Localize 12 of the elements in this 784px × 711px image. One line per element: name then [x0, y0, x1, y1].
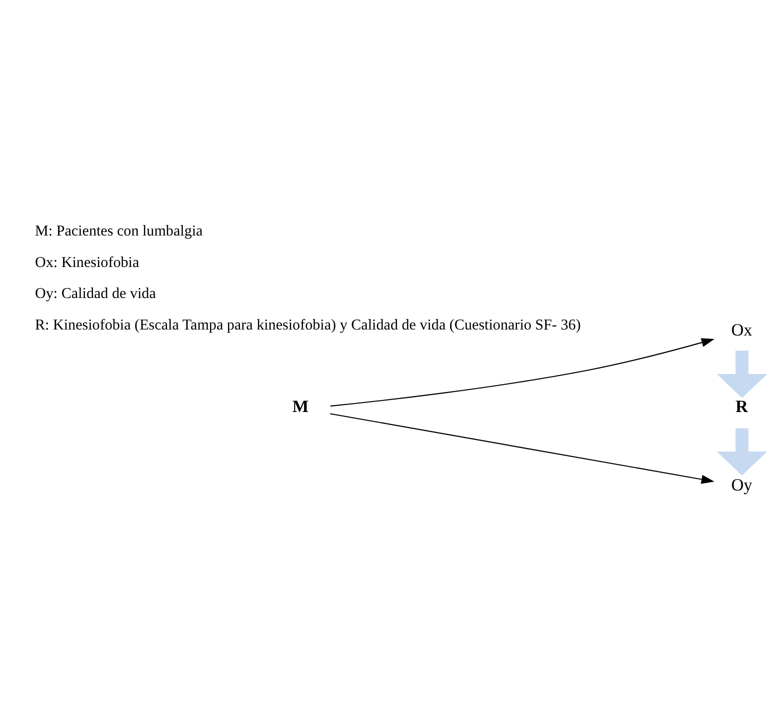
- node-text: Ox: [731, 320, 752, 339]
- label: M: Pacientes con lumbalgia: [35, 223, 203, 240]
- label: Oy: Calidad de vida: [35, 286, 156, 302]
- arrow: [716, 350, 768, 398]
- node-text: R: [736, 396, 748, 416]
- label: R: Kinesiofobia (Escala Tampa para kinesiofobia) y Calidad de vida (Cuestionario SF- 36): [35, 316, 581, 333]
- arrow: [716, 428, 768, 476]
- node-text: Oy: [731, 474, 752, 494]
- arrow: [330, 338, 714, 406]
- node-text: M: [292, 396, 309, 416]
- label: Ox: Kinesiofobia: [35, 254, 140, 270]
- arrow: [330, 412, 714, 484]
